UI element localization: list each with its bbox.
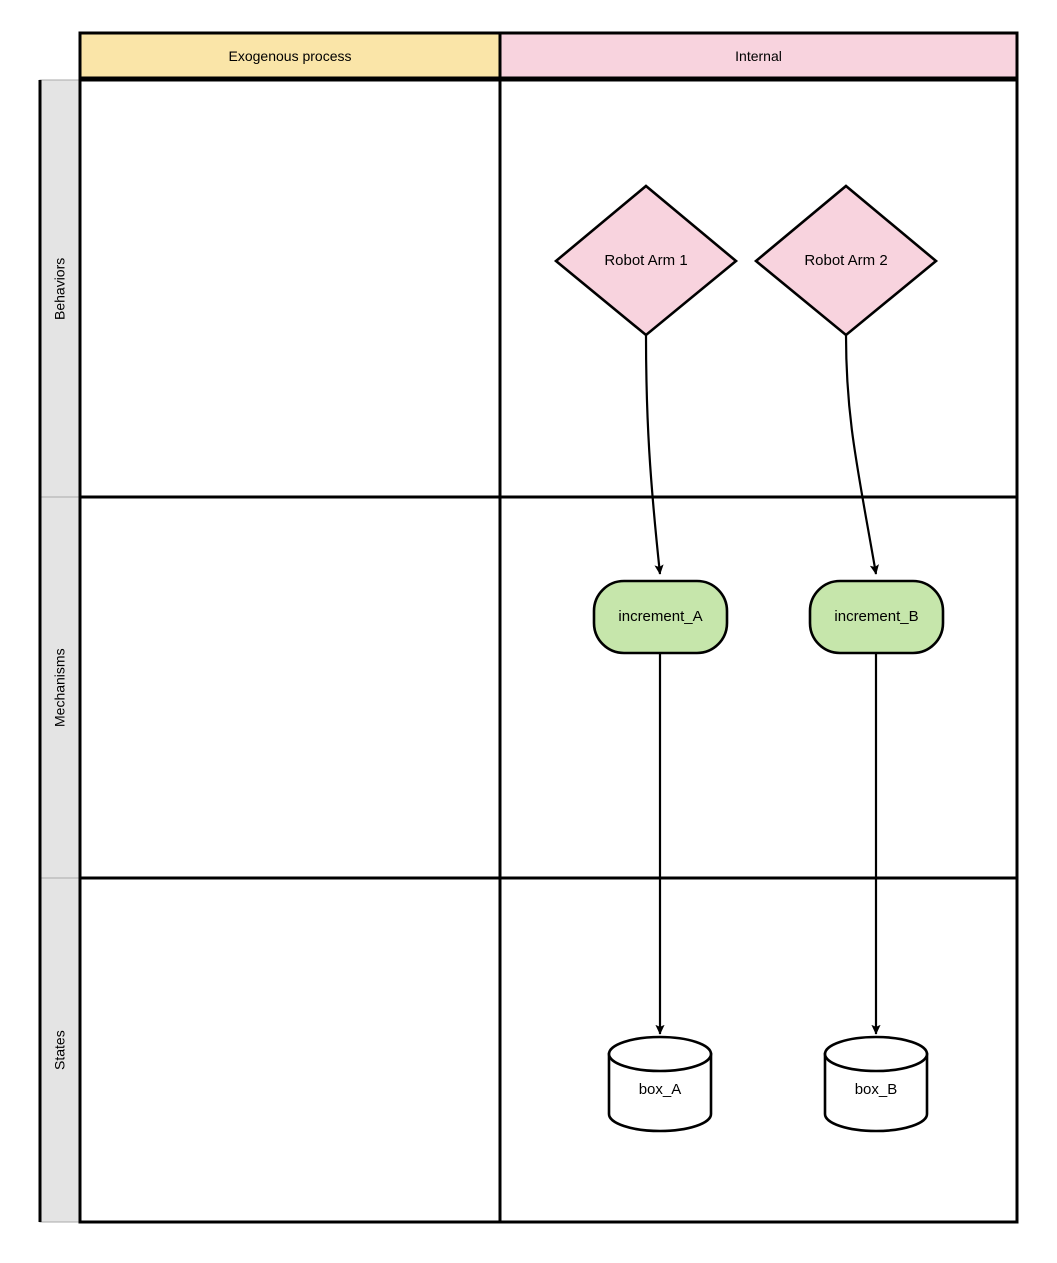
node-increment-b-shape[interactable] — [808, 579, 945, 655]
column-header-internal-label: Internal — [500, 33, 1017, 78]
row-label-mechanisms: Mechanisms — [40, 497, 79, 878]
column-header-exogenous-fill — [78, 31, 502, 80]
row-label-behaviors-text: Behaviors — [51, 257, 68, 320]
node-box-b-shape[interactable] — [823, 1035, 929, 1133]
edge-robotarm2-to-incrementb — [844, 334, 879, 575]
column-header-internal-fill — [498, 31, 1019, 80]
row-label-states-text: States — [51, 1030, 68, 1070]
edge-robotarm1-to-incrementa — [644, 334, 664, 575]
node-robot-arm-1-shape[interactable] — [553, 184, 739, 337]
row-band-mechanisms-fill — [39, 496, 80, 879]
row-band-behaviors-fill — [39, 79, 80, 498]
row-label-behaviors: Behaviors — [40, 80, 79, 497]
node-increment-a-shape[interactable] — [592, 579, 729, 655]
node-box-a-shape[interactable] — [607, 1035, 713, 1133]
column-header-internal-text: Internal — [735, 47, 782, 64]
node-robot-arm-2-shape[interactable] — [753, 184, 939, 337]
row-label-mechanisms-text: Mechanisms — [51, 648, 68, 727]
column-header-exogenous-text: Exogenous process — [228, 47, 352, 64]
row-band-states-fill — [39, 877, 80, 1223]
column-header-exogenous-label: Exogenous process — [80, 33, 500, 78]
row-label-states: States — [40, 878, 79, 1222]
